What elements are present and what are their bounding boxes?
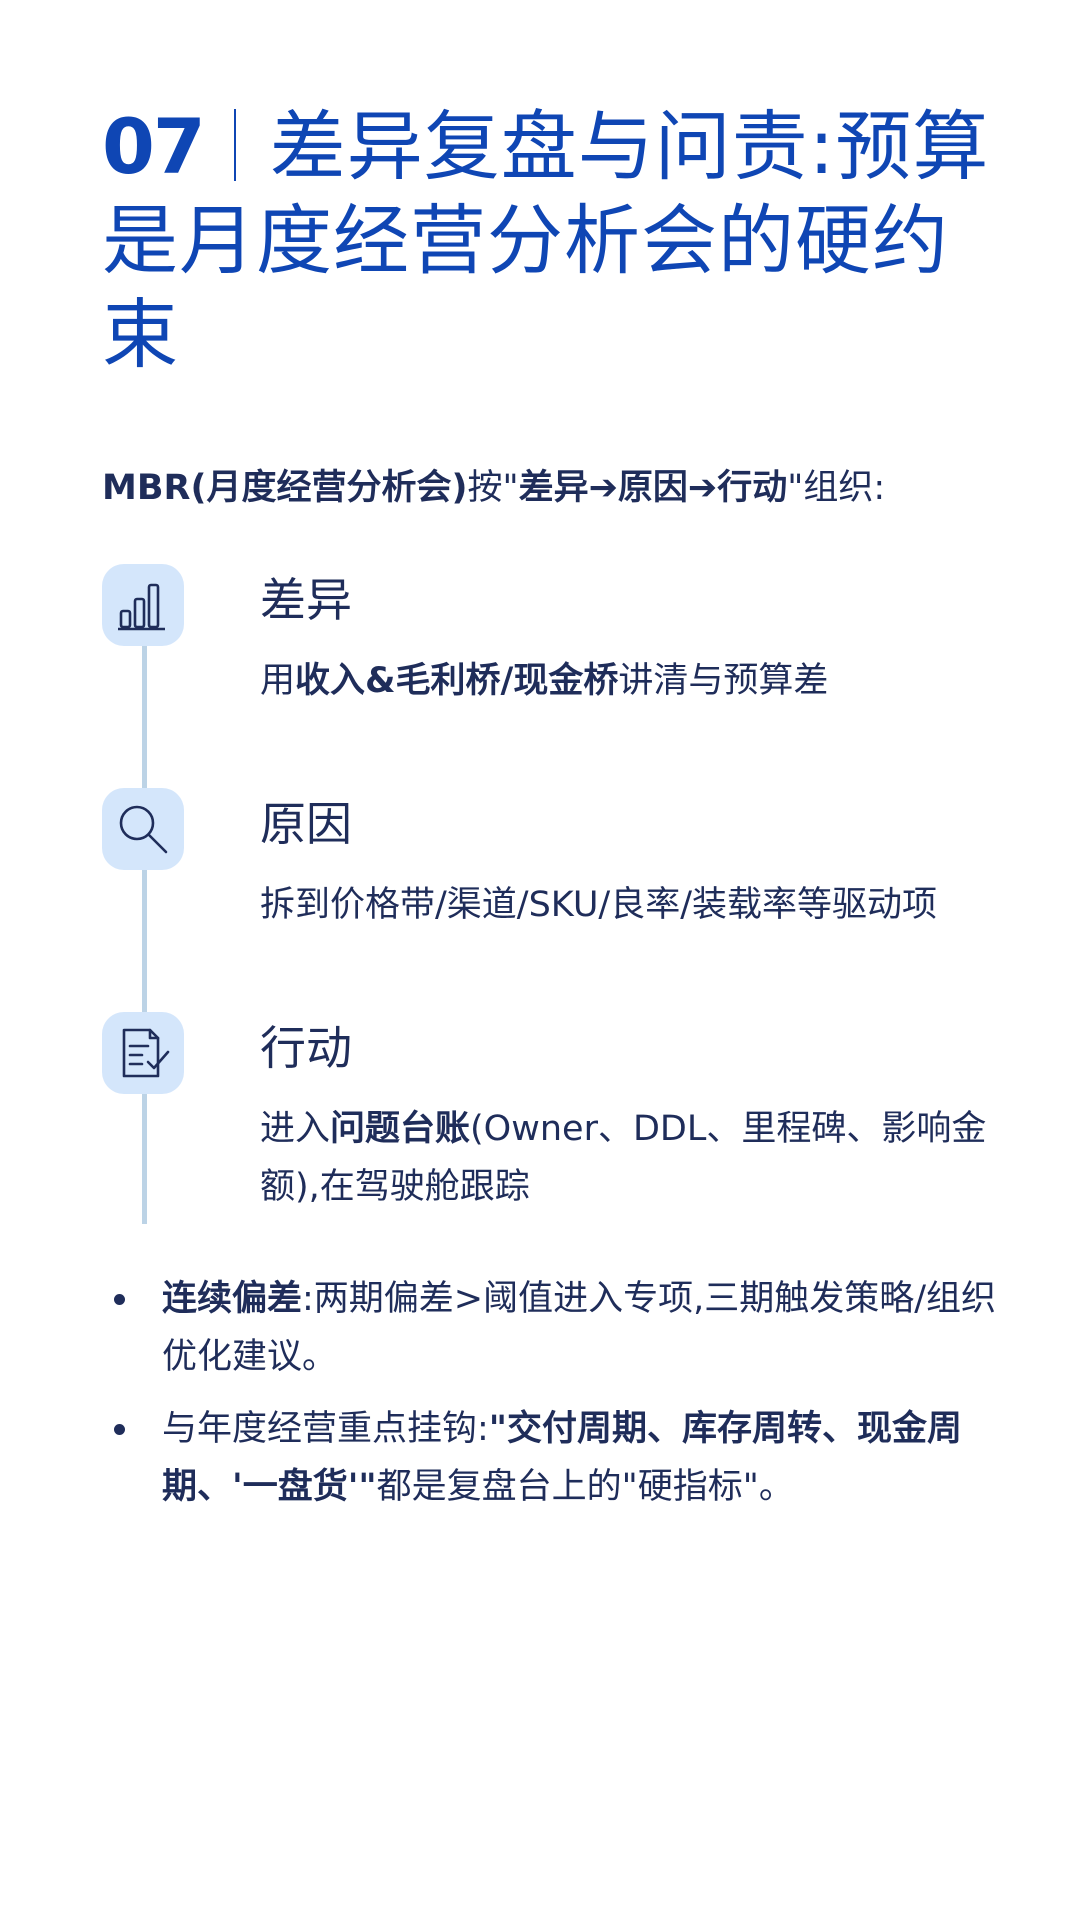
step-desc-pre: 进入 xyxy=(260,1109,331,1149)
step-title: 差异 xyxy=(260,573,352,627)
timeline-line xyxy=(142,624,147,1224)
bullet-text-pre: 与年度经营重点挂钩: xyxy=(162,1409,489,1449)
step-desc-bold: 收入&毛利桥/现金桥 xyxy=(295,661,619,701)
step-title: 行动 xyxy=(260,1021,352,1075)
checklist-icon xyxy=(102,1012,184,1094)
step-title: 原因 xyxy=(260,797,352,851)
bullet-text: :两期偏差>阈值进入专项,三期触发策略/组织优化建议。 xyxy=(162,1279,997,1377)
bullet-dot xyxy=(114,1424,125,1435)
bullet-text-post: 都是复盘台上的"硬指标"。 xyxy=(376,1467,794,1507)
list-item: 连续偏差:两期偏差>阈值进入专项,三期触发策略/组织优化建议。 xyxy=(102,1270,1002,1386)
step-body: 差异 用收入&毛利桥/现金桥讲清与预算差 xyxy=(260,564,1002,710)
step-desc-pre: 用 xyxy=(260,661,296,701)
step-desc-post: (Owner、DDL、里程碑、影响金额),在驾驶舱跟踪 xyxy=(260,1109,987,1207)
intro-text-mid: 按" xyxy=(467,468,519,508)
intro-text-end: "组织: xyxy=(787,468,886,508)
step-description: 拆到价格带/渠道/SKU/良率/装载率等驱动项 xyxy=(260,876,1002,934)
step-body: 原因 拆到价格带/渠道/SKU/良率/装载率等驱动项 xyxy=(260,788,1002,934)
step-desc-bold: 问题台账 xyxy=(330,1109,471,1149)
bullet-list: 连续偏差:两期偏差>阈值进入专项,三期触发策略/组织优化建议。 与年度经营重点挂… xyxy=(102,1270,1002,1516)
bar-chart-icon xyxy=(102,564,184,646)
bullet-bold: "交付周期、库存周转、现金周期、'一盘货'" xyxy=(162,1409,963,1507)
title-line-2: 是月度经营分析会的硬约束 xyxy=(102,196,949,379)
step-desc-post: 讲清与预算差 xyxy=(618,661,829,701)
step-action: 行动 进入问题台账(Owner、DDL、里程碑、影响金额),在驾驶舱跟踪 xyxy=(102,1012,1002,1236)
title-divider xyxy=(233,109,236,181)
step-variance: 差异 用收入&毛利桥/现金桥讲清与预算差 xyxy=(102,564,1002,788)
intro-bold-prefix: MBR(月度经营分析会) xyxy=(102,468,468,508)
step-description: 进入问题台账(Owner、DDL、里程碑、影响金额),在驾驶舱跟踪 xyxy=(260,1100,1002,1216)
magnifier-icon xyxy=(102,788,184,870)
step-body: 行动 进入问题台账(Owner、DDL、里程碑、影响金额),在驾驶舱跟踪 xyxy=(260,1012,1002,1216)
list-item: 与年度经营重点挂钩:"交付周期、库存周转、现金周期、'一盘货'"都是复盘台上的"… xyxy=(102,1400,1002,1516)
bullet-bold: 连续偏差 xyxy=(162,1279,303,1319)
slide-page: 07 差异复盘与问责:预算 是月度经营分析会的硬约束 MBR(月度经营分析会)按"… xyxy=(102,100,1002,1530)
step-cause: 原因 拆到价格带/渠道/SKU/良率/装载率等驱动项 xyxy=(102,788,1002,1012)
step-desc-pre: 拆到价格带/渠道/SKU/良率/装载率等驱动项 xyxy=(260,885,938,925)
intro-text: MBR(月度经营分析会)按"差异➔原因➔行动"组织: xyxy=(102,464,1002,512)
step-description: 用收入&毛利桥/现金桥讲清与预算差 xyxy=(260,652,1002,710)
bullet-dot xyxy=(114,1294,125,1305)
step-timeline: 差异 用收入&毛利桥/现金桥讲清与预算差 原因 拆到价格带/渠道/SKU/良率/… xyxy=(102,564,1002,1236)
title-line-1: 差异复盘与问责:预算 xyxy=(269,102,990,191)
section-number: 07 xyxy=(102,102,206,191)
intro-bold-flow: 差异➔原因➔行动 xyxy=(518,468,788,508)
page-title: 07 差异复盘与问责:预算 是月度经营分析会的硬约束 xyxy=(102,100,1002,382)
